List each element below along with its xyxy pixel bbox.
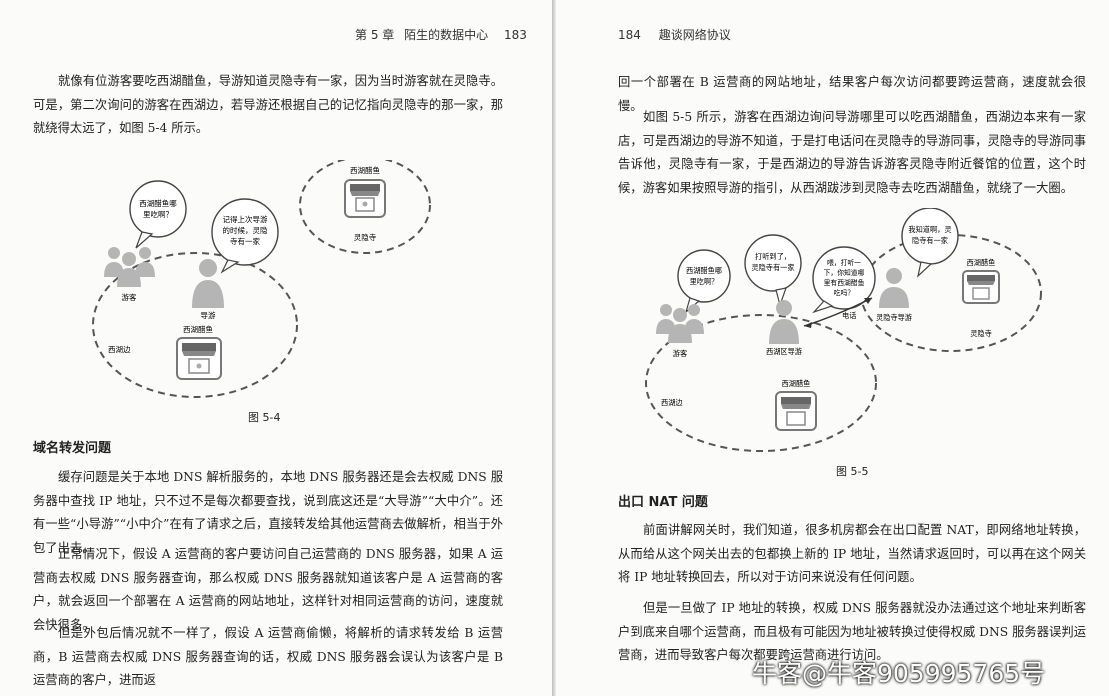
bubble-text: 吃吗？ (834, 288, 854, 297)
guide-label: 导游 (201, 310, 216, 320)
tourist-label: 游客 (673, 349, 687, 358)
left-page: 第 5 章 陌生的数据中心 183 就像有位游客要吃西湖醋鱼，导游知道灵隐寺有一… (0, 0, 552, 696)
section-heading: 出口 NAT 问题 (618, 495, 708, 510)
bubble-text: 灵隐寺有一家 (751, 263, 794, 272)
bubble-text: 寺有一家 (230, 236, 260, 246)
bubble-text: 记得上次导游 (223, 214, 268, 224)
section-heading: 域名转发问题 (33, 441, 112, 456)
shop-icon (962, 270, 1000, 304)
bubble-text: 打听到了， (755, 252, 791, 261)
bubble-text: 的时候，灵隐 (223, 225, 268, 235)
bubble-text: 我知道啊，灵 (908, 225, 951, 234)
west-lake-area (645, 314, 877, 452)
running-header-left: 第 5 章 陌生的数据中心 183 (355, 26, 533, 43)
paragraph: 前面讲解网关时，我们知道，很多机房都会在出口配置 NAT，即网络地址转换，从而给… (618, 523, 1086, 584)
paragraph: 正常情况下，假设 A 运营商的客户要访问自己运营商的 DNS 服务器，如果 A … (33, 547, 503, 632)
paragraph: 就像有位游客要吃西湖醋鱼，导游知道灵隐寺有一家，因为当时游客就在灵隐寺。可是，第… (33, 74, 503, 135)
speech-bubble-temple-guide: 我知道啊，灵 隐寺有一家 (901, 208, 959, 278)
figure-5-4: 西湖醋鱼哪 里吃啊？ 记得上次导游 的时候，灵隐 寺有一家 游客 导游 西湖醋鱼 (92, 160, 431, 398)
bubble-text: 喂，打听一 (827, 258, 861, 267)
phone-label: 电话 (842, 311, 856, 320)
restaurant-label: 西湖醋鱼 (782, 379, 811, 388)
book-title: 趣谈网络协议 (658, 28, 731, 42)
figure-caption: 图 5-4 (248, 411, 281, 424)
watermark: 牛客@牛客905995765号 (752, 659, 1046, 688)
restaurant-label: 西湖醋鱼 (350, 165, 380, 175)
figure-5-5: 西湖醋鱼哪 里吃啊？ 打听到了， 灵隐寺有一家 喂，打听一 下，你知道哪 里有西… (645, 208, 1042, 452)
temple-guide-person-icon (879, 268, 909, 308)
page-number: 184 (618, 28, 641, 42)
restaurant-label: 西湖醋鱼 (183, 324, 213, 334)
speech-bubble-tourist: 西湖醋鱼哪 里吃啊？ (129, 180, 187, 249)
shop-icon (176, 337, 222, 380)
bubble-text: 下，你知道哪 (824, 268, 865, 277)
west-guide-label: 西湖区导游 (766, 347, 802, 356)
page-number: 183 (503, 28, 527, 42)
west-lake-label: 西湖边 (108, 345, 131, 354)
paragraph: 但是一旦做了 IP 地址的转换，权威 DNS 服务器就没办法通过这个地址来判断客… (618, 601, 1086, 662)
shop-icon (775, 391, 817, 431)
paragraph: 但是外包后情况就不一样了，假设 A 运营商偷懒，将解析的请求转发给 B 运营商，… (33, 626, 503, 687)
figure-caption: 图 5-5 (836, 465, 869, 478)
west-guide-person-icon (769, 300, 799, 344)
speech-bubble-phone-call: 喂，打听一 下，你知道哪 里有西湖醋鱼 吃吗？ (812, 246, 876, 314)
bubble-text: 里有西湖醋鱼 (824, 278, 865, 287)
bubble-text: 隐寺有一家 (912, 236, 948, 245)
bubble-text: 里吃啊？ (143, 209, 173, 219)
restaurant-label: 西湖醋鱼 (967, 258, 996, 267)
paragraph: 如图 5-5 所示，游客在西湖边询问导游哪里可以吃西湖醋鱼，西湖边本来有一家店，… (618, 110, 1086, 195)
west-lake-label: 西湖边 (661, 398, 683, 407)
speech-bubble-west-guide: 打听到了， 灵隐寺有一家 (744, 234, 802, 308)
temple-label: 灵隐寺 (970, 329, 992, 338)
bubble-text: 西湖醋鱼哪 (139, 198, 177, 208)
running-header-right: 184 趣谈网络协议 (618, 26, 737, 43)
west-lake-area (92, 252, 298, 398)
temple-area (299, 160, 431, 254)
speech-bubble-tourist: 西湖醋鱼哪 里吃啊？ (677, 249, 731, 314)
tourist-group-icon (104, 247, 155, 287)
shop-icon (344, 179, 386, 218)
paragraph: 缓存问题是关于本地 DNS 解析服务的，本地 DNS 服务器还是会去权威 DNS… (33, 470, 503, 555)
bubble-text: 里吃啊？ (690, 277, 719, 286)
chapter-number: 第 5 章 (355, 28, 395, 42)
right-page: 184 趣谈网络协议 回一个部署在 B 运营商的网站地址，结果客户每次访问都要跨… (556, 0, 1109, 696)
bubble-text: 西湖醋鱼哪 (686, 266, 722, 275)
page-gutter (552, 0, 556, 696)
tourist-group-icon (656, 304, 704, 343)
paragraph: 回一个部署在 B 运营商的网站地址，结果客户每次访问都要跨运营商，速度就会很慢。 (618, 75, 1086, 113)
tourist-label: 游客 (122, 292, 137, 302)
speech-bubble-guide: 记得上次导游 的时候，灵隐 寺有一家 (211, 198, 279, 274)
chapter-title: 陌生的数据中心 (404, 28, 489, 42)
phone-call-arrow (803, 297, 873, 328)
temple-label: 灵隐寺 (354, 232, 377, 242)
guide-person-icon (192, 259, 224, 308)
temple-guide-label: 灵隐寺导游 (876, 313, 912, 322)
